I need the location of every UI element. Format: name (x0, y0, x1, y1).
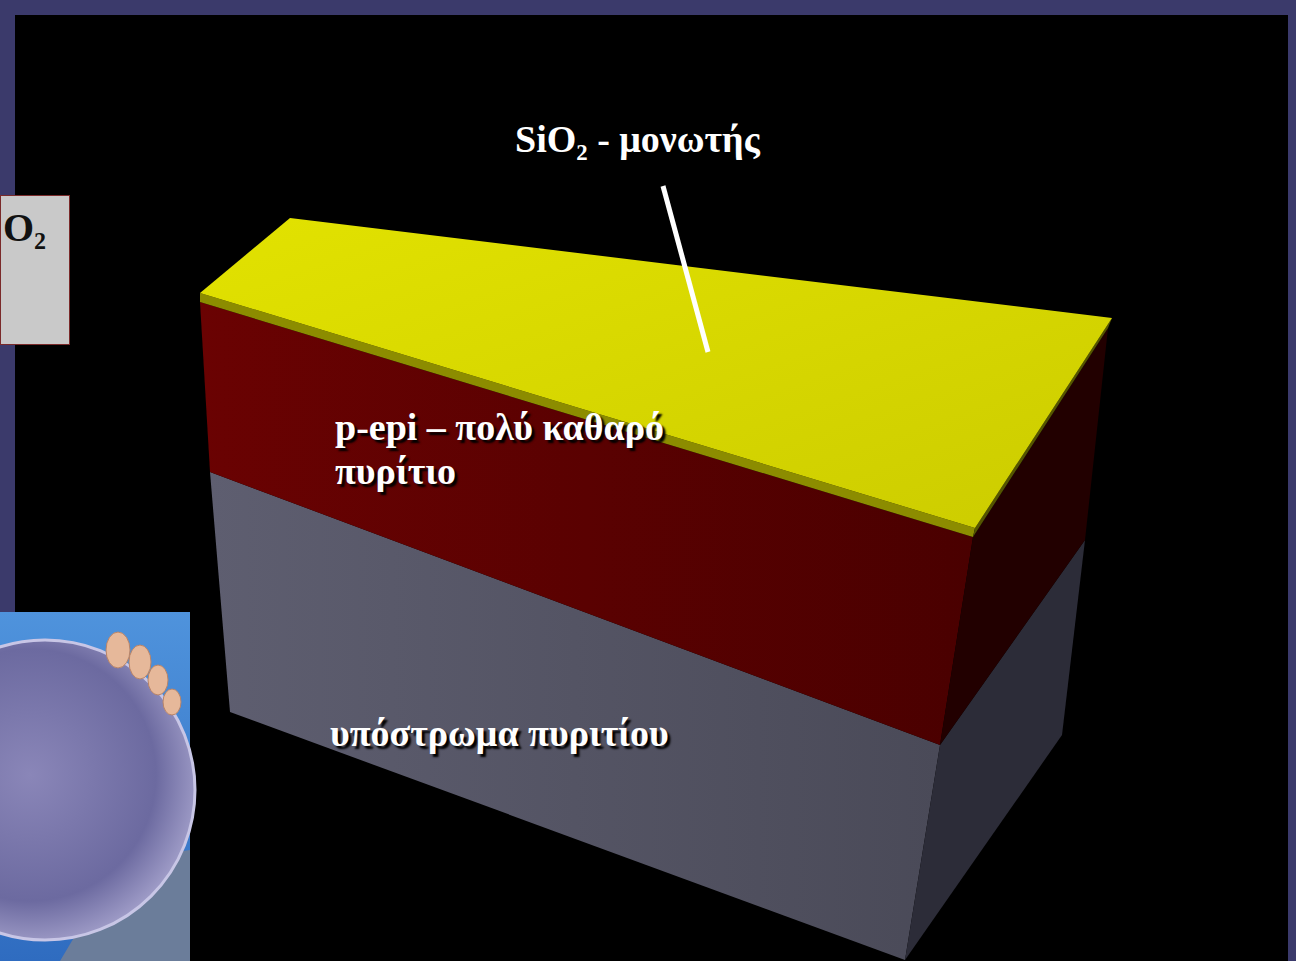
text-box: O₂ (0, 195, 70, 345)
box-text: O₂ (1, 196, 69, 250)
layer-label: p-epi – πολύ καθαρό πυρίτιο (335, 406, 665, 493)
layer-label: υπόστρωμα πυριτίου (330, 712, 669, 756)
layer-label: SiO₂ - μονωτής (515, 118, 760, 162)
